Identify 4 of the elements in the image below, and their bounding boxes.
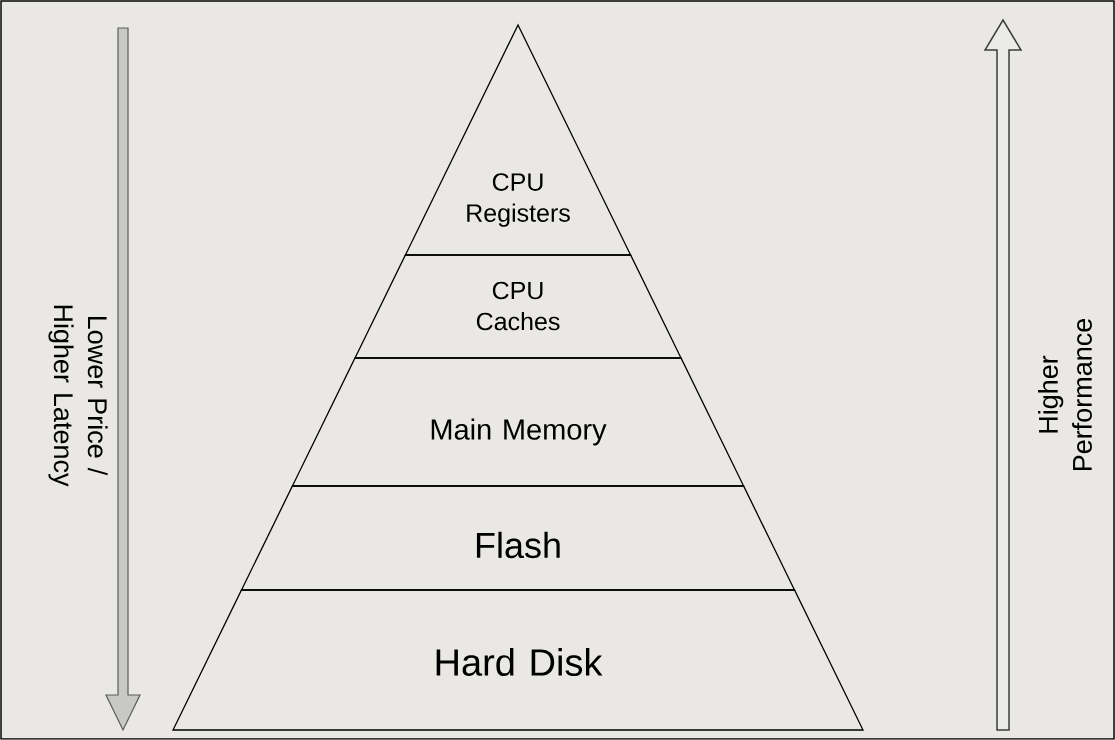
- pyramid-layer: Flash: [240, 485, 796, 591]
- axis-label: Higher Performance: [1038, 318, 1092, 471]
- axis-label: Lower Price / Higher Latency: [48, 305, 108, 487]
- pyramid-layer: Main Memory: [291, 357, 745, 487]
